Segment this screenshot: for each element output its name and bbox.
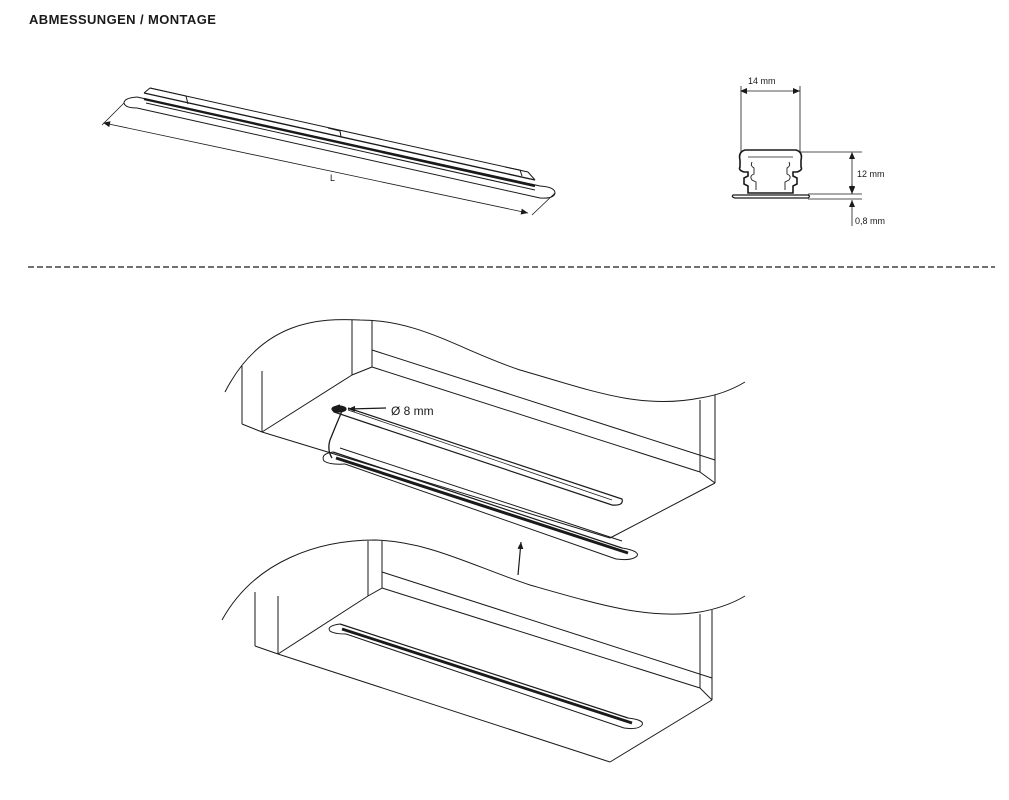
profile-inserting bbox=[322, 447, 638, 561]
insert-direction-arrow bbox=[517, 541, 524, 576]
length-dimension bbox=[101, 102, 556, 216]
cabinet-lower bbox=[221, 539, 746, 763]
profile-mounted bbox=[328, 623, 643, 730]
profile-cross-section bbox=[731, 86, 862, 226]
length-label: L bbox=[330, 173, 335, 183]
cable-hole bbox=[328, 405, 387, 459]
base-thickness-label: 0,8 mm bbox=[855, 216, 885, 226]
height-label: 12 mm bbox=[857, 169, 885, 179]
page-title: ABMESSUNGEN / MONTAGE bbox=[29, 12, 217, 27]
profile-perspective-drawing bbox=[123, 87, 556, 199]
width-label: 14 mm bbox=[748, 76, 776, 86]
hole-diameter-label: Ø 8 mm bbox=[391, 404, 434, 418]
